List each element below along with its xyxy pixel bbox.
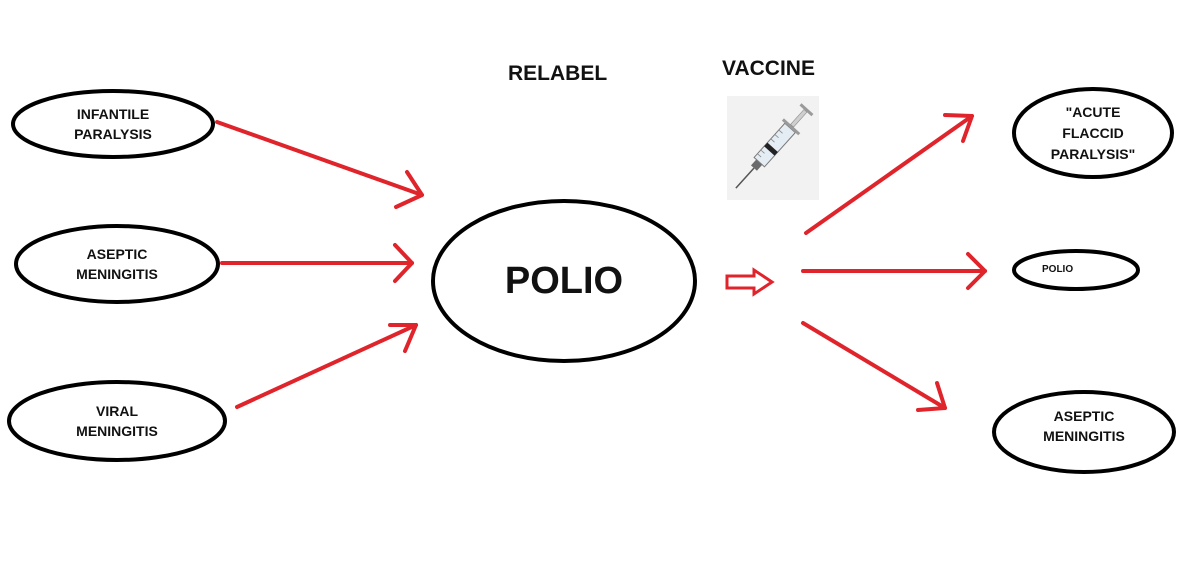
hollow-arrow-vaccine-step xyxy=(725,267,775,297)
outcome-node-ellipse-acute-flaccid-paralysis xyxy=(1012,87,1174,179)
source-node-ellipse-viral-meningitis xyxy=(7,380,227,462)
arrow-aseptic-to-polio xyxy=(220,243,414,283)
relabel-header: RELABEL xyxy=(508,62,608,85)
arrow-to-acute-flaccid-paralysis xyxy=(804,113,974,235)
arrow-infantile-to-polio xyxy=(215,120,424,209)
arrow-to-aseptic-meningitis-outcome xyxy=(801,321,947,412)
source-node-ellipse-infantile-paralysis xyxy=(11,89,215,159)
syringe-icon xyxy=(727,96,819,200)
arrow-to-polio-outcome xyxy=(801,252,987,290)
outcome-node-ellipse-polio xyxy=(1012,249,1140,291)
vaccine-header: VACCINE xyxy=(722,57,815,80)
source-node-ellipse-aseptic-meningitis xyxy=(14,224,220,304)
outcome-node-ellipse-aseptic-meningitis xyxy=(992,390,1176,474)
arrow-viral-to-polio xyxy=(235,323,418,409)
center-node-ellipse xyxy=(431,199,697,363)
